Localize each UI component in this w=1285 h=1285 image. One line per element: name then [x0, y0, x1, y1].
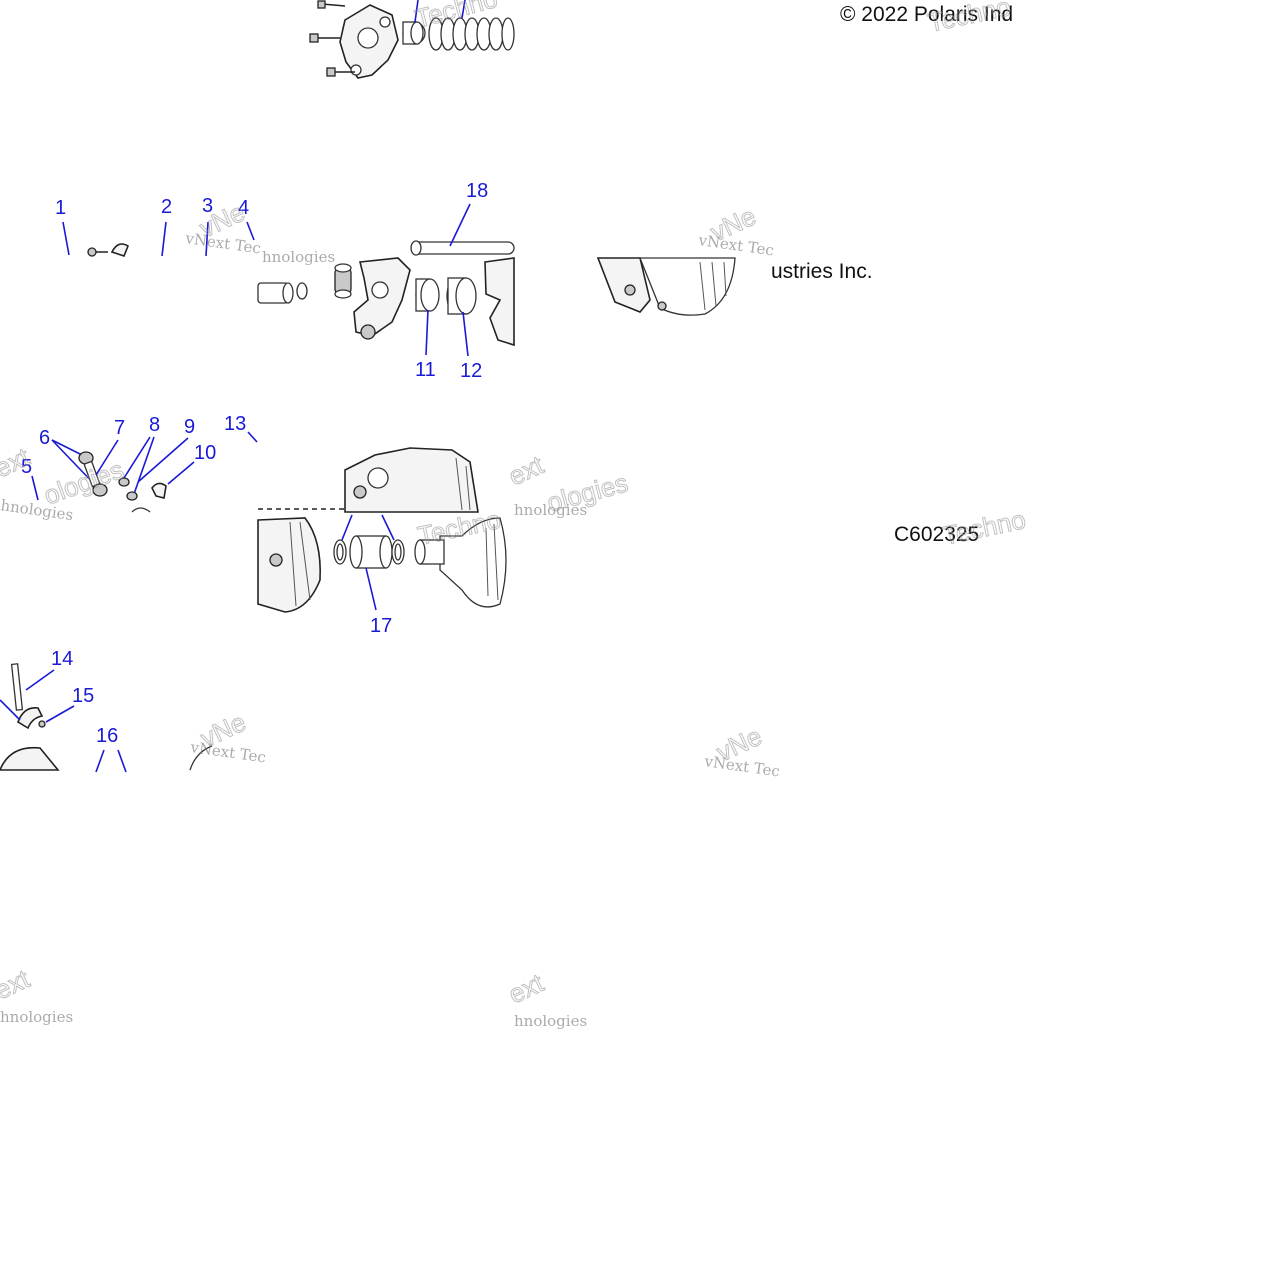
callout-18: 18 [466, 180, 488, 202]
callout-7: 7 [114, 417, 125, 439]
tile-top-clutch-spring: Techno [309, 0, 515, 79]
callout-15: 15 [72, 685, 94, 707]
callout-3: 3 [202, 195, 213, 217]
watermark: Techno [940, 504, 1028, 551]
shaft [411, 241, 515, 255]
watermark: hnologies [0, 1008, 73, 1026]
callout-9: 9 [184, 416, 195, 438]
callout-6: 6 [39, 427, 50, 449]
callout-11: 11 [415, 359, 436, 381]
watermark: ext [504, 449, 549, 491]
spring [428, 17, 515, 51]
tile-bottom-fragments: ext hnologies ext hnologies [0, 963, 587, 1030]
watermark: hnologies [262, 248, 335, 266]
tile-row2-left: 1 2 3 4 vNext Tec vNe [55, 195, 262, 258]
spider-hub [357, 27, 379, 49]
tile-row3-right: hnologies ext ologies C602325 Techno [503, 449, 1028, 552]
tile-row2-center: 18 11 12 hnologies [257, 180, 515, 382]
watermark: ext [0, 963, 35, 1005]
watermark: hnologies [514, 1012, 587, 1030]
callout-8: 8 [149, 414, 160, 436]
callout-17: 17 [370, 615, 392, 637]
watermark: ext [504, 967, 549, 1009]
copyright-middle: ustries Inc. [771, 260, 873, 283]
callout-14: 14 [51, 648, 73, 670]
tile-row3-left: 6 7 8 9 10 5 hnologies ext ologies [0, 414, 216, 524]
copyright-top: © 2022 Polaris Ind [840, 3, 1013, 26]
watermark: Techno [925, 0, 1013, 38]
spider-bolts [309, 0, 355, 77]
tile-row2-right: vNext Tec vNe ustries Inc. [596, 200, 873, 316]
callout-12: 12 [460, 360, 482, 382]
callout-5: 5 [21, 456, 32, 478]
tile-row4-left: 14 15 16 vNext Tec vNe [0, 648, 267, 773]
tile-row3-center: 13 17 Techno [224, 413, 507, 637]
callout-10: 10 [194, 442, 216, 464]
watermark: ologies [544, 467, 631, 517]
tile-row4-right: vNext Tec vNe [702, 720, 781, 780]
callout-2: 2 [161, 196, 172, 218]
watermark: hnologies [514, 501, 587, 519]
callout-13: 13 [224, 413, 246, 435]
diagram-id: C602325 [894, 523, 979, 546]
callout-1: 1 [55, 197, 66, 219]
callout-4: 4 [238, 197, 249, 219]
callout-16: 16 [96, 725, 118, 747]
